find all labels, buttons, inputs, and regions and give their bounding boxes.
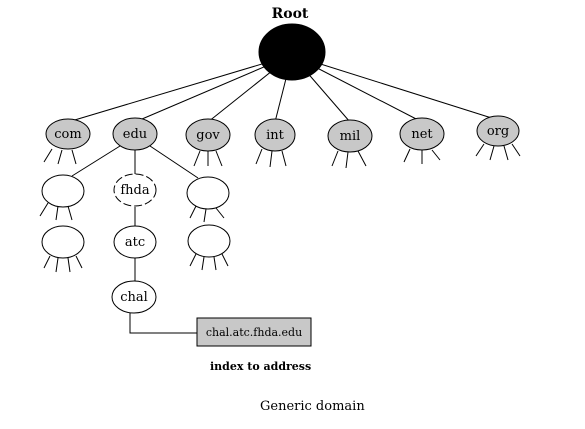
tick bbox=[281, 150, 287, 167]
tld-org-ticks bbox=[475, 143, 521, 161]
tick bbox=[55, 257, 59, 273]
tld-com-label: com bbox=[54, 127, 81, 142]
second-left-node bbox=[41, 225, 85, 273]
root-node: Root bbox=[258, 6, 326, 81]
tld-int-ticks bbox=[255, 148, 287, 168]
tick bbox=[511, 143, 521, 157]
tick bbox=[43, 148, 53, 163]
second-right-circle bbox=[187, 224, 231, 258]
edu-child-right-ticks bbox=[189, 205, 225, 223]
tick bbox=[255, 148, 263, 165]
edge-edu-left bbox=[71, 145, 121, 177]
tick bbox=[39, 202, 49, 217]
edge-root-org bbox=[291, 54, 499, 121]
tick bbox=[489, 145, 495, 161]
tick bbox=[189, 253, 197, 267]
second-left-circle bbox=[41, 225, 85, 259]
second-atc-node: atc bbox=[113, 225, 157, 259]
tld-int-node: int bbox=[254, 118, 296, 168]
root-label: Root bbox=[272, 6, 309, 22]
tick bbox=[345, 151, 349, 169]
edu-child-left-node bbox=[39, 174, 85, 221]
tick bbox=[71, 149, 77, 165]
edu-child-left-ticks bbox=[39, 202, 73, 221]
tld-gov-label: gov bbox=[196, 128, 220, 143]
tick bbox=[189, 205, 197, 219]
second-right-ticks bbox=[189, 253, 229, 271]
tld-org-label: org bbox=[487, 124, 509, 139]
caption-text: Generic domain bbox=[260, 399, 365, 414]
tick bbox=[431, 149, 441, 161]
edu-child-right-circle bbox=[186, 176, 230, 210]
tick bbox=[203, 208, 207, 223]
edu-child-fhda-label: fhda bbox=[120, 183, 150, 198]
tick bbox=[475, 143, 485, 157]
tld-edu-label: edu bbox=[123, 127, 147, 142]
edu-edges bbox=[71, 145, 199, 334]
tld-edu-circle bbox=[112, 117, 158, 151]
tick bbox=[357, 150, 367, 167]
tld-org-circle bbox=[476, 115, 520, 147]
tld-net-label: net bbox=[411, 127, 433, 142]
tick bbox=[503, 145, 509, 161]
tick bbox=[43, 255, 51, 269]
tick bbox=[221, 253, 229, 267]
edu-child-left-circle bbox=[41, 174, 85, 208]
tld-org-node: org bbox=[475, 115, 521, 161]
tick bbox=[215, 207, 225, 219]
second-atc-circle bbox=[113, 225, 157, 259]
tld-mil-node: mil bbox=[327, 119, 373, 169]
edge-chal-address bbox=[129, 313, 197, 334]
address-box-label: chal.atc.fhda.edu bbox=[206, 326, 302, 339]
edu-child-fhda-circle bbox=[113, 173, 157, 207]
tld-com-ticks bbox=[43, 148, 77, 165]
tick bbox=[215, 150, 223, 167]
edge-edu-right bbox=[149, 145, 199, 179]
tld-com-node: com bbox=[43, 118, 91, 165]
tld-edu-node: edu bbox=[112, 117, 158, 151]
tld-net-node: net bbox=[399, 117, 445, 164]
second-atc-label: atc bbox=[125, 235, 145, 250]
address-box: chal.atc.fhda.edu bbox=[196, 317, 312, 347]
tick bbox=[403, 148, 411, 163]
tld-mil-ticks bbox=[331, 150, 367, 169]
tick bbox=[331, 150, 339, 167]
tick bbox=[57, 149, 63, 165]
edu-child-right-node bbox=[186, 176, 230, 223]
tick bbox=[67, 257, 71, 273]
tld-int-circle bbox=[254, 118, 296, 152]
tick bbox=[193, 150, 201, 167]
edge-root-com bbox=[67, 54, 293, 123]
leaf-chal-circle bbox=[111, 280, 157, 314]
annotation-text: index to address bbox=[210, 360, 311, 373]
tick bbox=[55, 205, 59, 221]
tld-gov-ticks bbox=[193, 150, 223, 167]
tick bbox=[201, 256, 205, 271]
leaf-chal-label: chal bbox=[120, 290, 148, 305]
second-left-ticks bbox=[43, 255, 83, 273]
leaf-chal-node: chal bbox=[111, 280, 157, 314]
tld-gov-node: gov bbox=[185, 118, 231, 167]
edu-child-fhda-node: fhda bbox=[113, 173, 157, 207]
tick bbox=[213, 256, 217, 271]
tld-mil-label: mil bbox=[340, 129, 361, 144]
tick bbox=[269, 150, 273, 168]
tld-mil-circle bbox=[327, 119, 373, 153]
address-box-rect bbox=[196, 317, 312, 347]
root-circle bbox=[258, 23, 326, 81]
second-right-node bbox=[187, 224, 231, 271]
tick bbox=[75, 255, 83, 269]
tick bbox=[67, 205, 73, 221]
tld-com-circle bbox=[45, 118, 91, 150]
tld-net-ticks bbox=[403, 148, 441, 164]
tld-int-label: int bbox=[266, 128, 285, 143]
